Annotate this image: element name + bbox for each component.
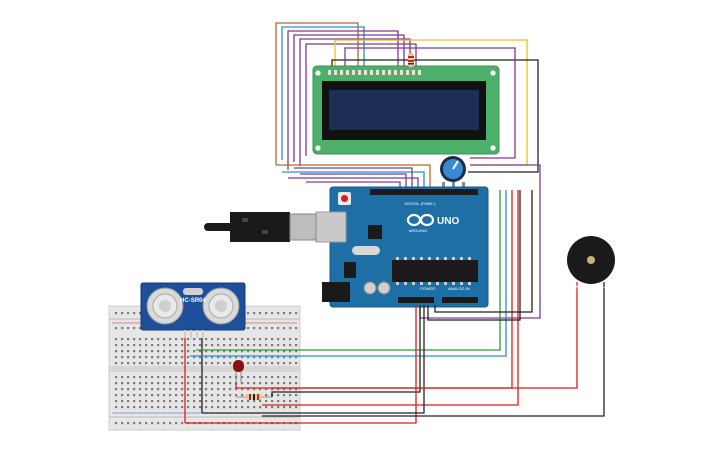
usb-port [315, 211, 347, 243]
arduino-brand: ARDUINO [409, 228, 427, 233]
lcd-header-pins [328, 70, 421, 75]
breadboard-holes [115, 312, 298, 425]
uno-label: UNO [437, 216, 459, 227]
buzzer-plus-label: + [575, 285, 579, 291]
analog-label: ANALOG IN [448, 286, 470, 291]
crystal [352, 246, 380, 255]
arduino-uno-board: DIGITAL (PWM~) UNO ARDUINO [315, 186, 489, 308]
power-label: POWER [420, 286, 435, 291]
lower-wire-bundle [184, 190, 605, 424]
arduino-logo [406, 213, 435, 227]
lcd-module [312, 65, 500, 155]
buzzer-icon: + - [567, 236, 615, 291]
buzzer-minus-label: - [603, 285, 605, 291]
resistor-icon [408, 52, 414, 72]
digital-label: DIGITAL (PWM~) [405, 201, 437, 206]
power-header [398, 297, 478, 303]
potentiometer-icon[interactable] [440, 156, 466, 188]
atmega-chip [392, 260, 478, 282]
led-icon [233, 360, 244, 383]
digital-header [370, 189, 478, 195]
lcd-screen [329, 90, 479, 130]
resistor-icon [236, 394, 272, 400]
usb-cable-icon [204, 212, 317, 242]
sensor-label: HC-SR04 [180, 298, 206, 304]
ultrasonic-sensor: HC-SR04 [140, 282, 246, 338]
power-jack [322, 282, 350, 302]
lcd-wire-bundle [275, 22, 541, 319]
